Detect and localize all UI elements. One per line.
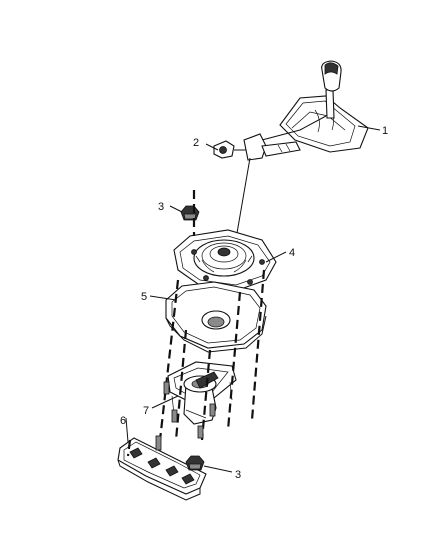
callout-7: 7 bbox=[143, 405, 149, 417]
callout-5: 5 bbox=[141, 291, 147, 303]
boot-bezel bbox=[173, 229, 277, 291]
bracket bbox=[117, 437, 207, 501]
nut-lower bbox=[185, 455, 205, 471]
fastener-link bbox=[213, 133, 301, 263]
callout-3-lower: 3 bbox=[235, 469, 241, 481]
seal bbox=[165, 281, 267, 353]
alignment-studs bbox=[126, 190, 266, 457]
shift-knob-boot bbox=[261, 60, 369, 153]
callout-6: 6 bbox=[120, 415, 126, 427]
callout-2: 2 bbox=[193, 137, 199, 149]
leader-lines bbox=[125, 125, 381, 473]
callout-1: 1 bbox=[382, 125, 388, 137]
callout-4: 4 bbox=[289, 247, 295, 259]
nut-upper bbox=[180, 205, 200, 221]
shifter-assembly bbox=[167, 361, 237, 425]
callout-3-upper: 3 bbox=[158, 201, 164, 213]
